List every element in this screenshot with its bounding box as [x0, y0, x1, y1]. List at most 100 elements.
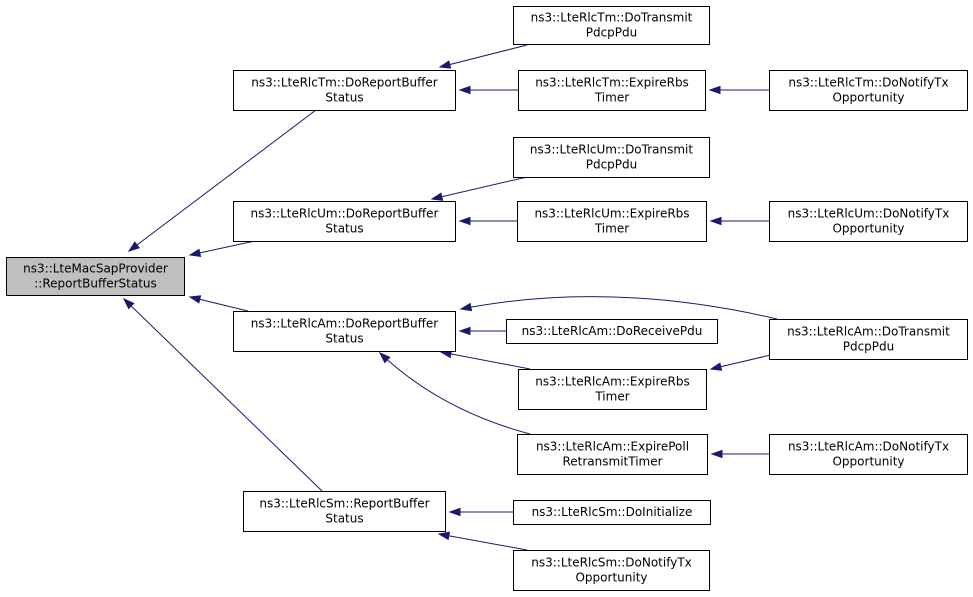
node-label-line: ns3::LteRlcUm::ExpireRbs — [534, 207, 689, 221]
edge-tm_expire-to-tm_report — [458, 85, 518, 95]
edge-line — [460, 296, 778, 320]
node-box — [6, 257, 185, 296]
node-label-line: RetransmitTimer — [562, 455, 662, 469]
node-label-line: ns3::LteRlcAm::DoTransmit — [787, 325, 950, 339]
arrowhead-icon — [710, 449, 723, 459]
edge-tm_notify-to-tm_expire — [708, 85, 769, 95]
node-label-line: ns3::LteRlcTm::DoNotifyTx — [788, 76, 948, 90]
edge-sm_notify-to-sm_report — [437, 531, 528, 551]
arrowhead-icon — [188, 248, 202, 258]
arrowhead-icon — [188, 295, 202, 304]
node-label-line: ns3::LteRlcTm::ExpireRbs — [535, 76, 689, 90]
node-label-line: ns3::LteRlcSm::DoNotifyTx — [531, 556, 692, 570]
edge-line — [439, 44, 528, 68]
node-label-line: Status — [325, 222, 363, 236]
edge-um_expire-to-um_report — [458, 216, 517, 226]
node-label-line: ns3::LteRlcAm::DoNotifyTx — [788, 440, 949, 454]
node-label-line: PdcpPdu — [586, 26, 638, 40]
arrowhead-icon — [122, 297, 135, 310]
edges-layer — [122, 44, 778, 551]
node-box — [517, 434, 708, 475]
arrowhead-icon — [378, 351, 391, 364]
arrowhead-icon — [458, 326, 471, 336]
node-box — [769, 201, 968, 242]
node-label-line: ns3::LteRlcSm::DoInitialize — [532, 505, 693, 519]
edge-am_transmit-to-am_report — [459, 296, 778, 320]
arrowhead-icon — [458, 85, 471, 95]
edge-um_transmit-to-um_report — [430, 176, 528, 201]
node-label-line: ns3::LteRlcTm::DoTransmit — [531, 11, 693, 25]
node-box — [233, 70, 456, 111]
node-label-line: ns3::LteRlcSm::ReportBuffer — [259, 497, 429, 511]
edge-sm_report-to-root — [122, 297, 323, 492]
node-box — [769, 319, 968, 360]
arrowhead-icon — [458, 216, 471, 226]
node-label-line: ns3::LteMacSapProvider — [23, 262, 168, 276]
edge-line — [128, 109, 317, 252]
arrowhead-icon — [459, 302, 473, 312]
node-sm-init[interactable]: ns3::LteRlcSm::DoInitialize — [513, 500, 711, 525]
edge-line — [431, 176, 528, 200]
node-box — [769, 70, 968, 111]
arrowhead-icon — [127, 241, 140, 252]
node-box — [518, 70, 706, 111]
edge-tm_transmit-to-tm_report — [438, 44, 528, 69]
node-box — [513, 137, 710, 178]
node-root[interactable]: ns3::LteMacSapProvider::ReportBufferStat… — [6, 257, 185, 296]
node-box — [518, 369, 707, 410]
node-box — [513, 550, 710, 591]
node-am-receive[interactable]: ns3::LteRlcAm::DoReceivePdu — [506, 319, 718, 344]
edge-line — [379, 352, 531, 435]
node-sm-report[interactable]: ns3::LteRlcSm::ReportBufferStatus — [243, 491, 446, 532]
node-box — [243, 491, 446, 532]
edge-am_transmit-to-am_expire_rbs — [709, 353, 776, 371]
edge-um_report-to-root — [188, 240, 256, 258]
node-label-line: Timer — [594, 222, 629, 236]
edge-am_receive-to-am_report — [458, 326, 506, 336]
node-label-line: ns3::LteRlcAm::DoReportBuffer — [251, 317, 438, 331]
edge-um_notify-to-um_expire — [709, 216, 769, 226]
edge-tm_report-to-root — [127, 109, 317, 252]
arrowhead-icon — [709, 216, 722, 226]
edge-line — [123, 298, 323, 492]
node-label-line: Status — [325, 91, 363, 105]
node-box — [233, 311, 456, 352]
node-label-line: Opportunity — [832, 91, 904, 105]
node-label-line: ns3::LteRlcUm::DoTransmit — [530, 143, 693, 157]
node-label-line: Status — [325, 512, 363, 526]
arrowhead-icon — [709, 362, 723, 371]
node-label-line: PdcpPdu — [586, 158, 638, 172]
node-label-line: ns3::LteRlcUm::DoReportBuffer — [251, 207, 439, 221]
node-label-line: ns3::LteRlcAm::DoReceivePdu — [522, 324, 703, 338]
edge-line — [440, 351, 531, 370]
node-label-line: Opportunity — [832, 222, 904, 236]
edge-am_report-to-root — [188, 295, 249, 312]
node-label-line: Opportunity — [832, 455, 904, 469]
node-label-line: Timer — [594, 390, 629, 404]
arrowhead-icon — [430, 192, 444, 201]
arrowhead-icon — [437, 531, 451, 541]
nodes-layer: ns3::LteMacSapProvider::ReportBufferStat… — [6, 6, 968, 591]
node-box — [513, 500, 711, 525]
node-label-line: Opportunity — [575, 571, 647, 585]
node-label-line: ns3::LteRlcAm::ExpireRbs — [535, 375, 690, 389]
edge-sm_init-to-sm_report — [448, 507, 513, 517]
edge-line — [189, 240, 256, 256]
arrowhead-icon — [708, 85, 721, 95]
node-label-line: Timer — [594, 91, 629, 105]
